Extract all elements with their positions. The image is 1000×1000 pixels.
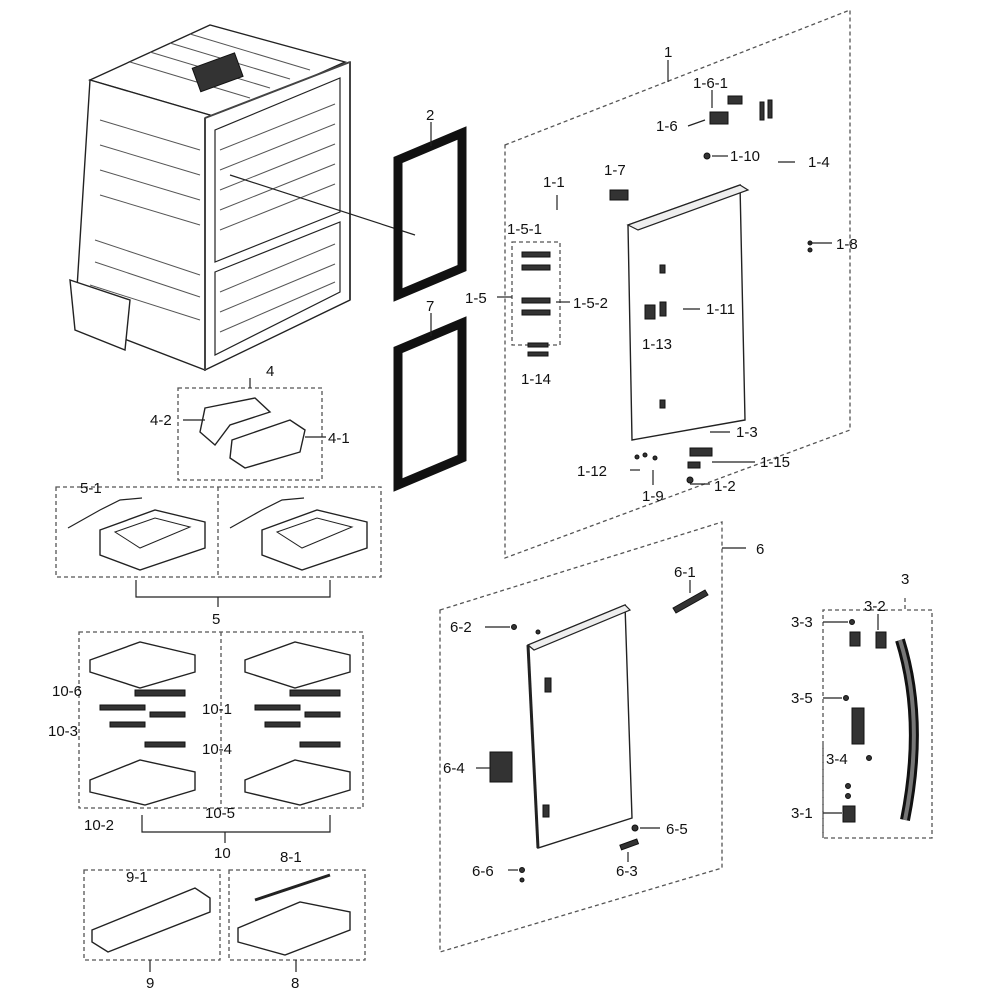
group-8-box — [228, 869, 366, 961]
label-1-5-2: 1-5-2 — [573, 295, 608, 312]
label-1-5-1: 1-5-1 — [507, 221, 542, 238]
label-2: 2 — [426, 107, 434, 124]
group-6-box — [439, 521, 723, 953]
label-3-2: 3-2 — [864, 598, 886, 615]
handle-small-parts — [842, 619, 887, 823]
label-6-2: 6-2 — [450, 619, 472, 636]
bracket-part — [199, 397, 306, 469]
label-3-1: 3-1 — [791, 805, 813, 822]
refrigerator-cabinet — [69, 24, 351, 372]
label-6-6: 6-6 — [472, 863, 494, 880]
label-1-14: 1-14 — [521, 371, 551, 388]
label-10-5: 10-5 — [205, 805, 235, 822]
label-5-1: 5-1 — [80, 480, 102, 497]
label-4: 4 — [266, 363, 274, 380]
label-3-4: 3-4 — [826, 751, 848, 768]
label-10-2: 10-2 — [84, 817, 114, 834]
group-3-box — [822, 598, 933, 839]
label-1-13: 1-13 — [642, 336, 672, 353]
drawer-bin-left — [67, 497, 206, 571]
label-6-4: 6-4 — [443, 760, 465, 777]
label-1-12: 1-12 — [577, 463, 607, 480]
shelf-assembly-right — [244, 641, 351, 806]
label-1-4: 1-4 — [808, 154, 830, 171]
label-1-6-1: 1-6-1 — [693, 75, 728, 92]
label-1-11: 1-11 — [706, 301, 735, 318]
label-1-8: 1-8 — [836, 236, 858, 253]
label-6-3: 6-3 — [616, 863, 638, 880]
group-1-box — [504, 9, 851, 559]
label-3: 3 — [901, 571, 909, 588]
label-1-5: 1-5 — [465, 290, 487, 307]
label-10-6: 10-6 — [52, 683, 82, 700]
label-8-1: 8-1 — [280, 849, 302, 866]
door-gasket-lower — [393, 313, 467, 492]
group-9-box — [83, 869, 221, 961]
label-1-2: 1-2 — [714, 478, 736, 495]
label-1-3: 1-3 — [736, 424, 758, 441]
group-3-leaders — [823, 614, 879, 814]
label-1-9: 1-9 — [642, 488, 664, 505]
door-lower-small-parts — [511, 589, 709, 883]
label-3-3: 3-3 — [791, 614, 813, 631]
label-7: 7 — [426, 298, 434, 315]
label-3-5: 3-5 — [791, 690, 813, 707]
door-gasket-upper — [393, 122, 467, 302]
label-1-10: 1-10 — [730, 148, 760, 165]
label-4-1: 4-1 — [328, 430, 350, 447]
door-small-parts — [521, 95, 813, 484]
drawer-bin-right — [229, 497, 368, 571]
label-10-3: 10-3 — [48, 723, 78, 740]
part-labels: 2 7 4 4-2 4-1 5-1 5 10-6 10-1 10-3 10-4 … — [48, 44, 909, 992]
label-6-5: 6-5 — [666, 821, 688, 838]
label-1-15: 1-15 — [760, 454, 790, 471]
label-6: 6 — [756, 541, 764, 558]
label-5: 5 — [212, 611, 220, 628]
group-6-leaders — [476, 580, 691, 871]
label-4-2: 4-2 — [150, 412, 172, 429]
label-10: 10 — [214, 845, 231, 862]
label-10-4: 10-4 — [202, 741, 232, 758]
label-8: 8 — [291, 975, 299, 992]
label-6-1: 6-1 — [674, 564, 696, 581]
door-handle — [895, 638, 919, 821]
label-1-6: 1-6 — [656, 118, 678, 135]
shelf-assembly-left — [89, 641, 196, 806]
door-panel-lower — [489, 603, 633, 849]
label-1-1: 1-1 — [543, 174, 565, 191]
label-1-7: 1-7 — [604, 162, 626, 179]
label-9: 9 — [146, 975, 154, 992]
group-1-leaders — [497, 60, 832, 485]
label-9-1: 9-1 — [126, 869, 148, 886]
leader-line — [229, 174, 416, 236]
door-shelf — [237, 873, 351, 956]
label-1: 1 — [664, 44, 672, 61]
door-bin — [91, 887, 211, 953]
door-panel-right — [626, 184, 750, 441]
label-10-1: 10-1 — [202, 701, 232, 718]
